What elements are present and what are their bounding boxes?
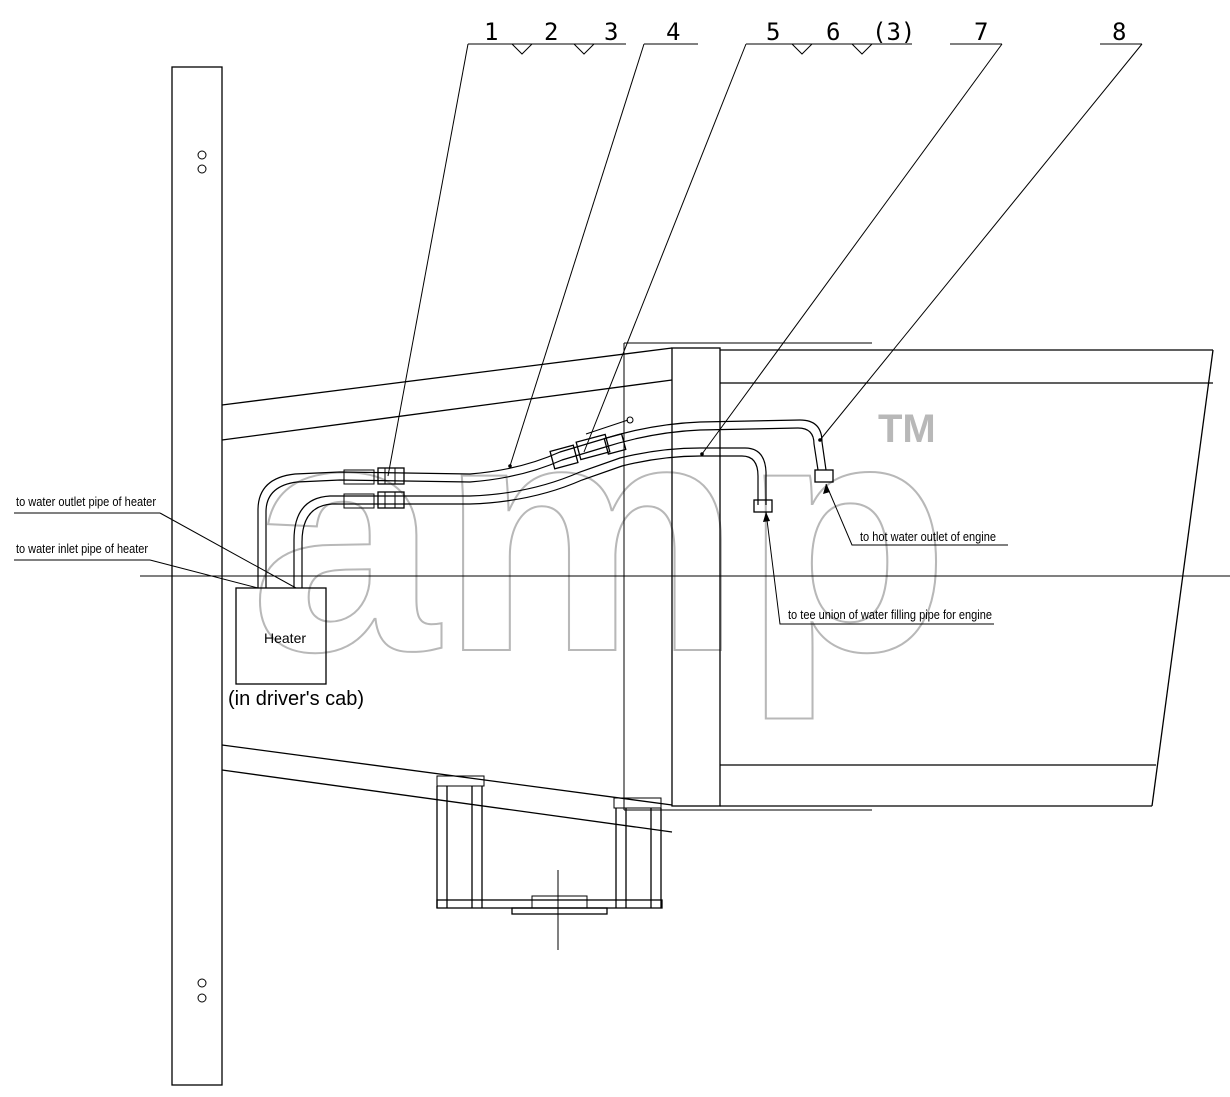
watermark-trademark: TM bbox=[878, 407, 936, 451]
heater-box bbox=[235, 587, 327, 685]
frame-beam bbox=[140, 342, 1230, 950]
valve-body bbox=[549, 444, 579, 470]
callout-3: 3 bbox=[604, 18, 618, 46]
callout-1: 1 bbox=[484, 18, 498, 46]
valve-head bbox=[575, 433, 611, 461]
note-hot-water-outlet-engine: to hot water outlet of engine bbox=[860, 529, 996, 544]
pipe-fittings bbox=[377, 416, 834, 513]
callout-5: 5 bbox=[766, 18, 780, 46]
note-water-outlet-heater: to water outlet pipe of heater bbox=[16, 494, 157, 509]
callout-6: 6 bbox=[826, 18, 840, 46]
fitting-upper bbox=[377, 467, 405, 485]
callout-4: 4 bbox=[666, 18, 680, 46]
callout-8: 8 bbox=[1112, 18, 1126, 46]
fitting-tee-union bbox=[753, 499, 773, 513]
watermark: amp TM bbox=[249, 350, 951, 723]
callout-6-qty: (3) bbox=[872, 18, 915, 46]
heater-label: Heater bbox=[264, 630, 306, 646]
fitting-engine-outlet bbox=[814, 469, 834, 483]
fitting-lower bbox=[377, 491, 405, 509]
water-pipes bbox=[257, 419, 827, 588]
valve-nut bbox=[603, 433, 627, 455]
callouts: 1 2 3 4 5 6 (3) 7 8 bbox=[387, 18, 1143, 477]
annotation-notes: to water outlet pipe of heater to water … bbox=[14, 483, 1008, 625]
heater-location-label: (in driver's cab) bbox=[228, 688, 364, 710]
watermark-text: amp bbox=[250, 351, 950, 722]
heater-unit: Heater (in driver's cab) bbox=[228, 587, 364, 710]
callout-2: 2 bbox=[544, 18, 558, 46]
callout-7: 7 bbox=[974, 18, 988, 46]
note-tee-union-engine: to tee union of water filling pipe for e… bbox=[788, 607, 992, 622]
note-water-inlet-heater: to water inlet pipe of heater bbox=[16, 541, 149, 556]
